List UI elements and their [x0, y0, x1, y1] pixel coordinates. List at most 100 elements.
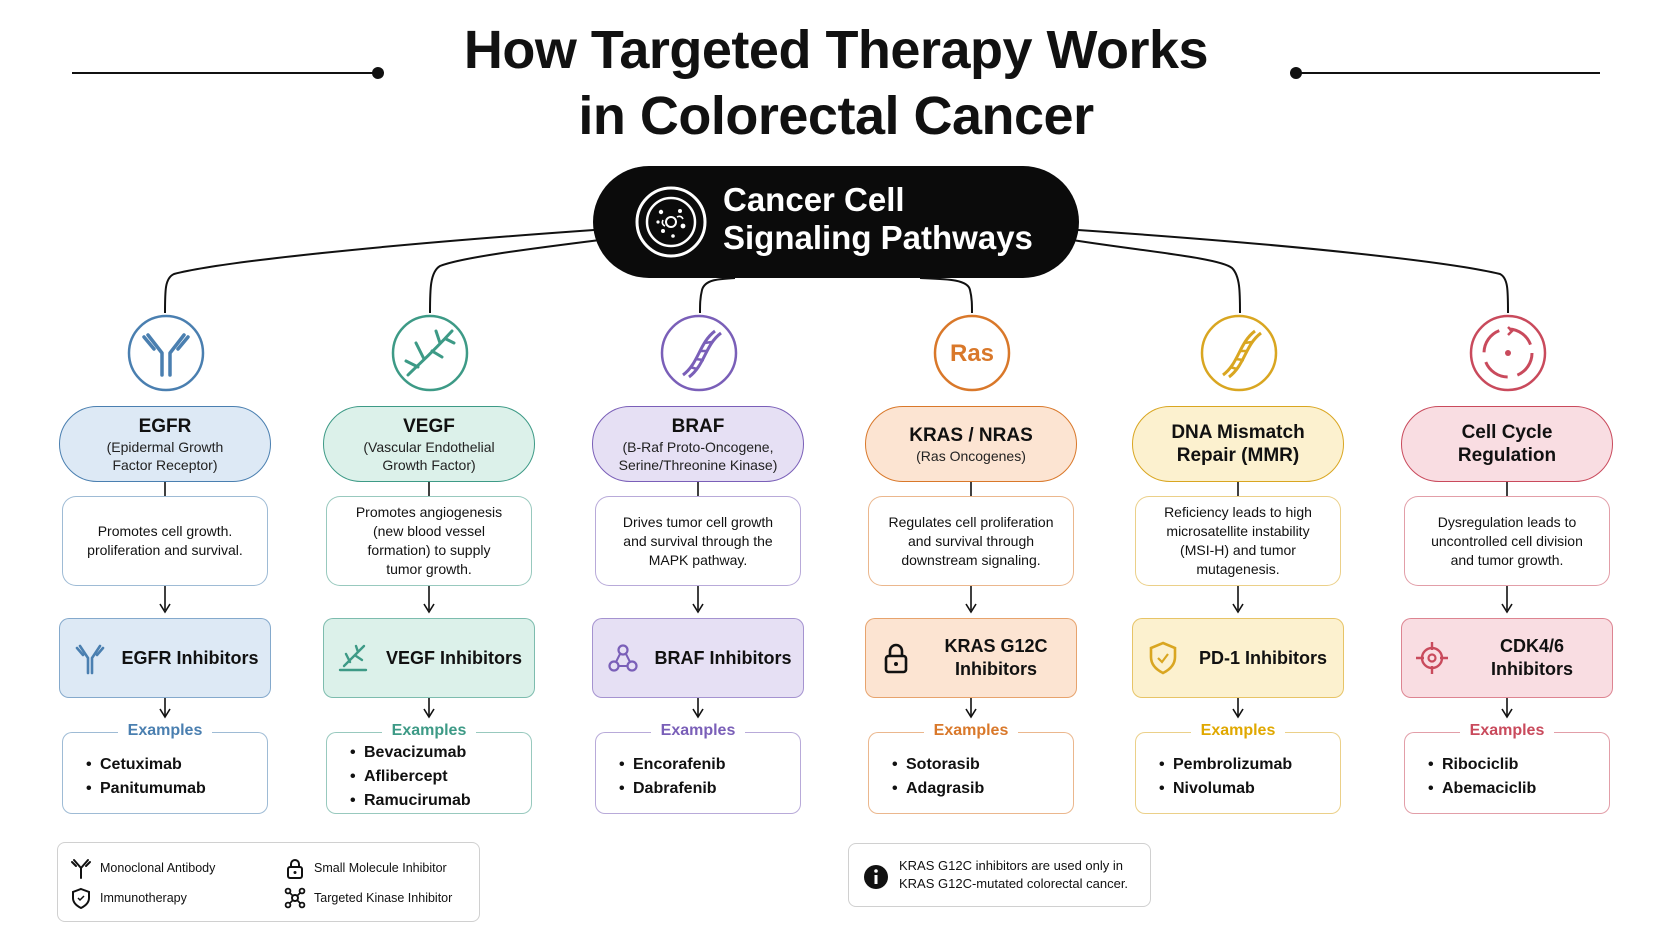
antibody-icon — [75, 644, 105, 675]
inhibitor-box: VEGF Inhibitors — [323, 618, 535, 698]
inhibitor-label-line: PD-1 Inhibitors — [1198, 647, 1327, 668]
shield-icon — [1149, 641, 1177, 675]
examples-title-text: Examples — [117, 720, 213, 742]
examples-title-text: Examples — [923, 720, 1019, 742]
inhibitor-box: EGFR Inhibitors — [59, 618, 271, 698]
example-item: Encorafenib — [619, 753, 725, 777]
inhibitor-label-line: BRAF Inhibitors — [654, 647, 792, 668]
description-line: and tumor growth. — [1450, 551, 1564, 568]
pathway-name: KRAS / NRAS — [909, 424, 1033, 446]
info-icon — [864, 865, 888, 889]
pathway-name: BRAF — [671, 415, 725, 437]
ras-icon-label: Ras — [950, 340, 994, 367]
inhibitor-label-line: VEGF Inhibitors — [385, 647, 522, 668]
example-item: Abemaciclib — [1428, 777, 1536, 801]
inhibitor-label-text: EGFR Inhibitors — [122, 647, 259, 670]
pathway-column-kras: Ras KRAS / NRAS(Ras Oncogenes) Regulates … — [862, 0, 1082, 941]
examples-title: Examples — [862, 720, 1080, 742]
examples-title-text: Examples — [381, 720, 477, 742]
inhibitor-label-line: EGFR Inhibitors — [121, 647, 259, 668]
pathway-subtitle: (Ras Oncogenes) — [916, 447, 1026, 464]
kinase-icon — [284, 887, 306, 909]
blood-vessel-icon — [391, 314, 469, 392]
examples-list: PembrolizumabNivolumab — [1159, 753, 1292, 801]
legend-label: Monoclonal Antibody — [100, 861, 216, 875]
pathway-description: Dysregulation leads to uncontrolled cell … — [1404, 496, 1610, 586]
description-line: and survival through the — [623, 532, 773, 549]
example-item: Dabrafenib — [619, 777, 725, 801]
legend-item-immunotherapy: Immunotherapy — [70, 887, 187, 909]
title-rule-right — [1298, 72, 1600, 74]
description-line: mutagenesis. — [1196, 561, 1280, 577]
pathway-description: Regulates cell proliferation and survival… — [868, 496, 1074, 586]
example-item: Pembrolizumab — [1159, 753, 1292, 777]
example-item: Cetuximab — [86, 753, 206, 777]
examples-list: SotorasibAdagrasib — [892, 753, 984, 801]
legend-item-small-molecule: Small Molecule Inhibitor — [284, 857, 447, 879]
hub-pill: Cancer Cell Signaling Pathways — [593, 166, 1079, 278]
examples-list: BevacizumabAfliberceptRamucirumab — [350, 741, 471, 813]
antibody-icon — [127, 314, 205, 392]
ras-icon: Ras — [933, 314, 1011, 392]
description-text: Regulates cell proliferation and survival… — [889, 513, 1054, 570]
pathway-column-braf: BRAF(B-Raf Proto-Oncogene,Serine/Threoni… — [589, 0, 809, 941]
inhibitor-label-text: BRAF Inhibitors — [655, 647, 792, 670]
page-title-line-2: in Colorectal Cancer — [578, 86, 1094, 146]
description-text: Drives tumor cell growth and survival thr… — [623, 513, 773, 570]
legend: Monoclonal Antibody Small Molecule Inhib… — [57, 842, 480, 922]
description-line: and survival through — [907, 532, 1035, 549]
description-line: Drives tumor cell growth — [622, 513, 774, 530]
pathway-name: Repair (MMR) — [1176, 445, 1300, 466]
examples-title-text: Examples — [1190, 720, 1286, 742]
pathway-description: Promotes cell growth.proliferation and s… — [62, 496, 268, 586]
legend-label: Targeted Kinase Inhibitor — [314, 891, 453, 905]
example-item: Sotorasib — [892, 753, 984, 777]
note-line-2: KRAS G12C-mutated colorectal cancer. — [899, 876, 1129, 891]
inhibitor-box: PD-1 Inhibitors — [1132, 618, 1344, 698]
pathway-pill: BRAF(B-Raf Proto-Oncogene,Serine/Threoni… — [592, 406, 804, 482]
page-title-line-1: How Targeted Therapy Works — [463, 20, 1209, 80]
description-line: Regulates cell proliferation — [888, 513, 1054, 530]
inhibitor-label-text: CDK4/6 Inhibitors — [1458, 635, 1606, 681]
description-line: microsatellite instability — [1166, 523, 1310, 539]
pathway-name: VEGF — [403, 415, 455, 437]
note-box: KRAS G12C inhibitors are used only in KR… — [848, 843, 1151, 907]
description-line: Reficiency leads to high — [1164, 504, 1312, 520]
inhibitor-label: EGFR Inhibitors — [116, 619, 264, 697]
cell-cycle-icon — [1469, 314, 1547, 392]
example-item: Ribociclib — [1428, 753, 1536, 777]
description-line: downstream signaling. — [901, 551, 1041, 568]
example-item: Adagrasib — [892, 777, 984, 801]
description-line: uncontrolled cell division — [1431, 532, 1583, 549]
note-line-1: KRAS G12C inhibitors are used only in — [899, 858, 1124, 873]
vessel-block-icon — [338, 644, 368, 672]
dna-icon — [1200, 314, 1278, 392]
examples-title-text: Examples — [650, 720, 746, 742]
examples-title: Examples — [320, 720, 538, 742]
kinase-icon — [608, 644, 638, 672]
pathway-name: DNA Mismatch — [1171, 422, 1305, 443]
description-line: proliferation and survival. — [87, 542, 243, 558]
title-rule-left-dot — [372, 67, 384, 79]
examples-title: Examples — [56, 720, 274, 742]
description-line: Dysregulation leads to — [1437, 513, 1577, 530]
inhibitor-label: CDK4/6 Inhibitors — [1458, 619, 1606, 697]
pathway-description: Drives tumor cell growth and survival thr… — [595, 496, 801, 586]
lock-icon — [884, 643, 908, 674]
examples-title: Examples — [1398, 720, 1616, 742]
description-line: Promotes angiogenesis — [355, 504, 503, 520]
examples-title: Examples — [589, 720, 807, 742]
example-item: Ramucirumab — [350, 789, 471, 813]
antibody-icon — [71, 859, 91, 879]
examples-title-text: Examples — [1459, 720, 1555, 742]
